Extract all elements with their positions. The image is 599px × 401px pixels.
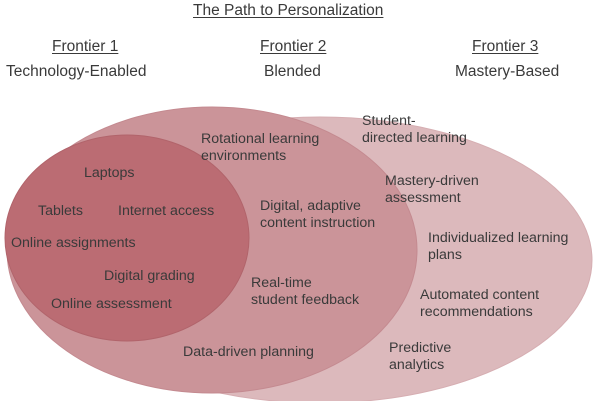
frontier-1-item: Tablets (38, 203, 83, 219)
frontier-2-subtitle: Blended (264, 63, 321, 80)
frontier-3-item: Mastery-driven assessment (385, 173, 479, 206)
frontier-2-item: Rotational learning environments (201, 131, 320, 164)
frontier-3-item: Predictive analytics (389, 340, 452, 373)
frontier-2-item: Data-driven planning (183, 344, 314, 360)
frontier-1-item: Digital grading (104, 268, 195, 284)
frontier-1-subtitle: Technology-Enabled (6, 63, 147, 80)
frontier-1-item: Online assessment (51, 296, 172, 312)
diagram-title: The Path to Personalization (193, 2, 384, 19)
frontier-1-item: Internet access (118, 203, 215, 219)
frontier-3-item: Student- directed learning (362, 113, 467, 146)
frontier-2-item: Digital, adaptive content instruction (260, 198, 376, 231)
frontier-3-item: Individualized learning plans (428, 230, 569, 263)
frontier-1-ellipse (4, 134, 250, 342)
frontier-3-heading: Frontier 3 (472, 38, 539, 55)
frontier-2-item: Real-time student feedback (251, 275, 360, 308)
frontier-1-item: Laptops (84, 165, 135, 181)
frontier-1-heading: Frontier 1 (52, 38, 119, 55)
frontier-2-heading: Frontier 2 (260, 38, 327, 55)
frontier-3-subtitle: Mastery-Based (455, 63, 560, 80)
frontier-3-item: Automated content recommendations (420, 287, 540, 320)
frontier-1-item: Online assignments (11, 235, 136, 251)
